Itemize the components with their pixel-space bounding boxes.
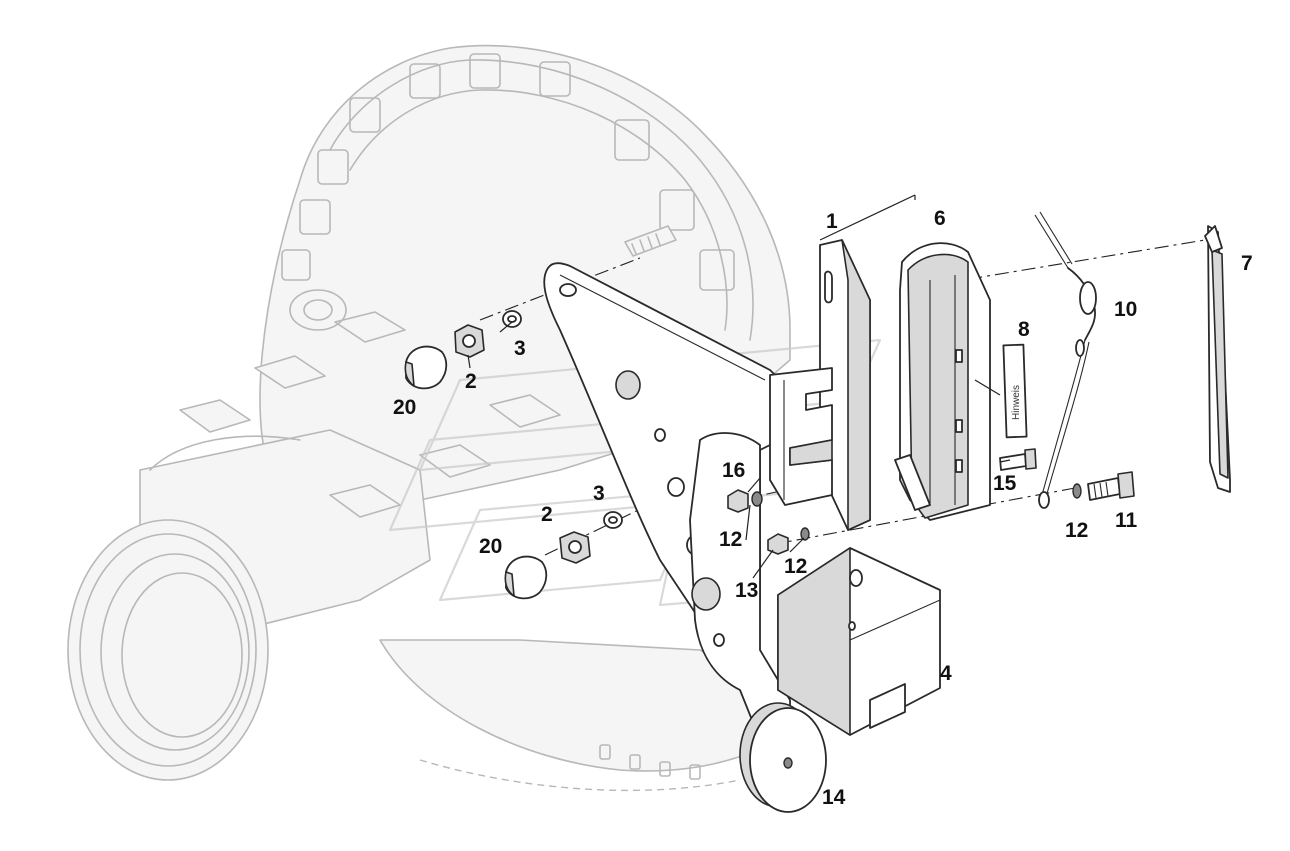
- callout-3-upper: 3: [514, 337, 526, 360]
- box-bracket-part-4: [777, 547, 941, 736]
- bolt-part-11: [1087, 471, 1135, 501]
- label-plate-part-8: Hinweis: [1002, 343, 1028, 439]
- caps-part-20: [404, 345, 548, 600]
- callout-8: 8: [1018, 318, 1030, 341]
- callout-15: 15: [993, 472, 1017, 495]
- axle-housing-ghost: [67, 44, 791, 792]
- callout-20-upper: 20: [393, 396, 416, 419]
- callout-3-lower: 3: [593, 482, 605, 505]
- callout-labels: 1 2 2 3 3 4 6 7 8 10 11 12 12 12 13 14 1…: [393, 207, 1253, 809]
- main-bracket-part-1: [543, 239, 871, 741]
- callout-12-mid: 12: [784, 555, 807, 578]
- flange-lugs: [281, 53, 735, 291]
- callout-2-upper: 2: [465, 370, 477, 393]
- disc-part-14: [739, 702, 827, 813]
- callout-14: 14: [822, 786, 846, 809]
- screw-part-15: [999, 448, 1037, 471]
- stud-bolt: [624, 225, 677, 257]
- washers-part-12: [751, 483, 1082, 541]
- callout-7: 7: [1241, 252, 1253, 275]
- callout-11: 11: [1115, 509, 1138, 532]
- callout-16: 16: [722, 459, 745, 482]
- nuts-part-2: [454, 324, 591, 564]
- mounting-pads: [179, 311, 561, 518]
- washers-part-3: [502, 310, 623, 529]
- callout-12-right: 12: [1065, 519, 1088, 542]
- callout-12-left: 12: [719, 528, 742, 551]
- holder-part-6: [894, 242, 991, 521]
- leader-lines: [467, 194, 1011, 579]
- strap-part-7: [1204, 225, 1231, 493]
- callout-6: 6: [934, 207, 946, 230]
- callout-4: 4: [940, 662, 952, 685]
- nuts-part-16-13: [727, 489, 789, 555]
- cable-part-10: [1034, 211, 1097, 509]
- lower-bolt-marks: [599, 744, 701, 780]
- callout-10: 10: [1114, 298, 1137, 321]
- callout-2-lower: 2: [541, 503, 553, 526]
- callout-20-lower: 20: [479, 535, 502, 558]
- callout-1: 1: [826, 210, 838, 233]
- axle-hub: [67, 519, 269, 781]
- label-plate-text: Hinweis: [1011, 385, 1022, 420]
- callout-13: 13: [735, 579, 758, 602]
